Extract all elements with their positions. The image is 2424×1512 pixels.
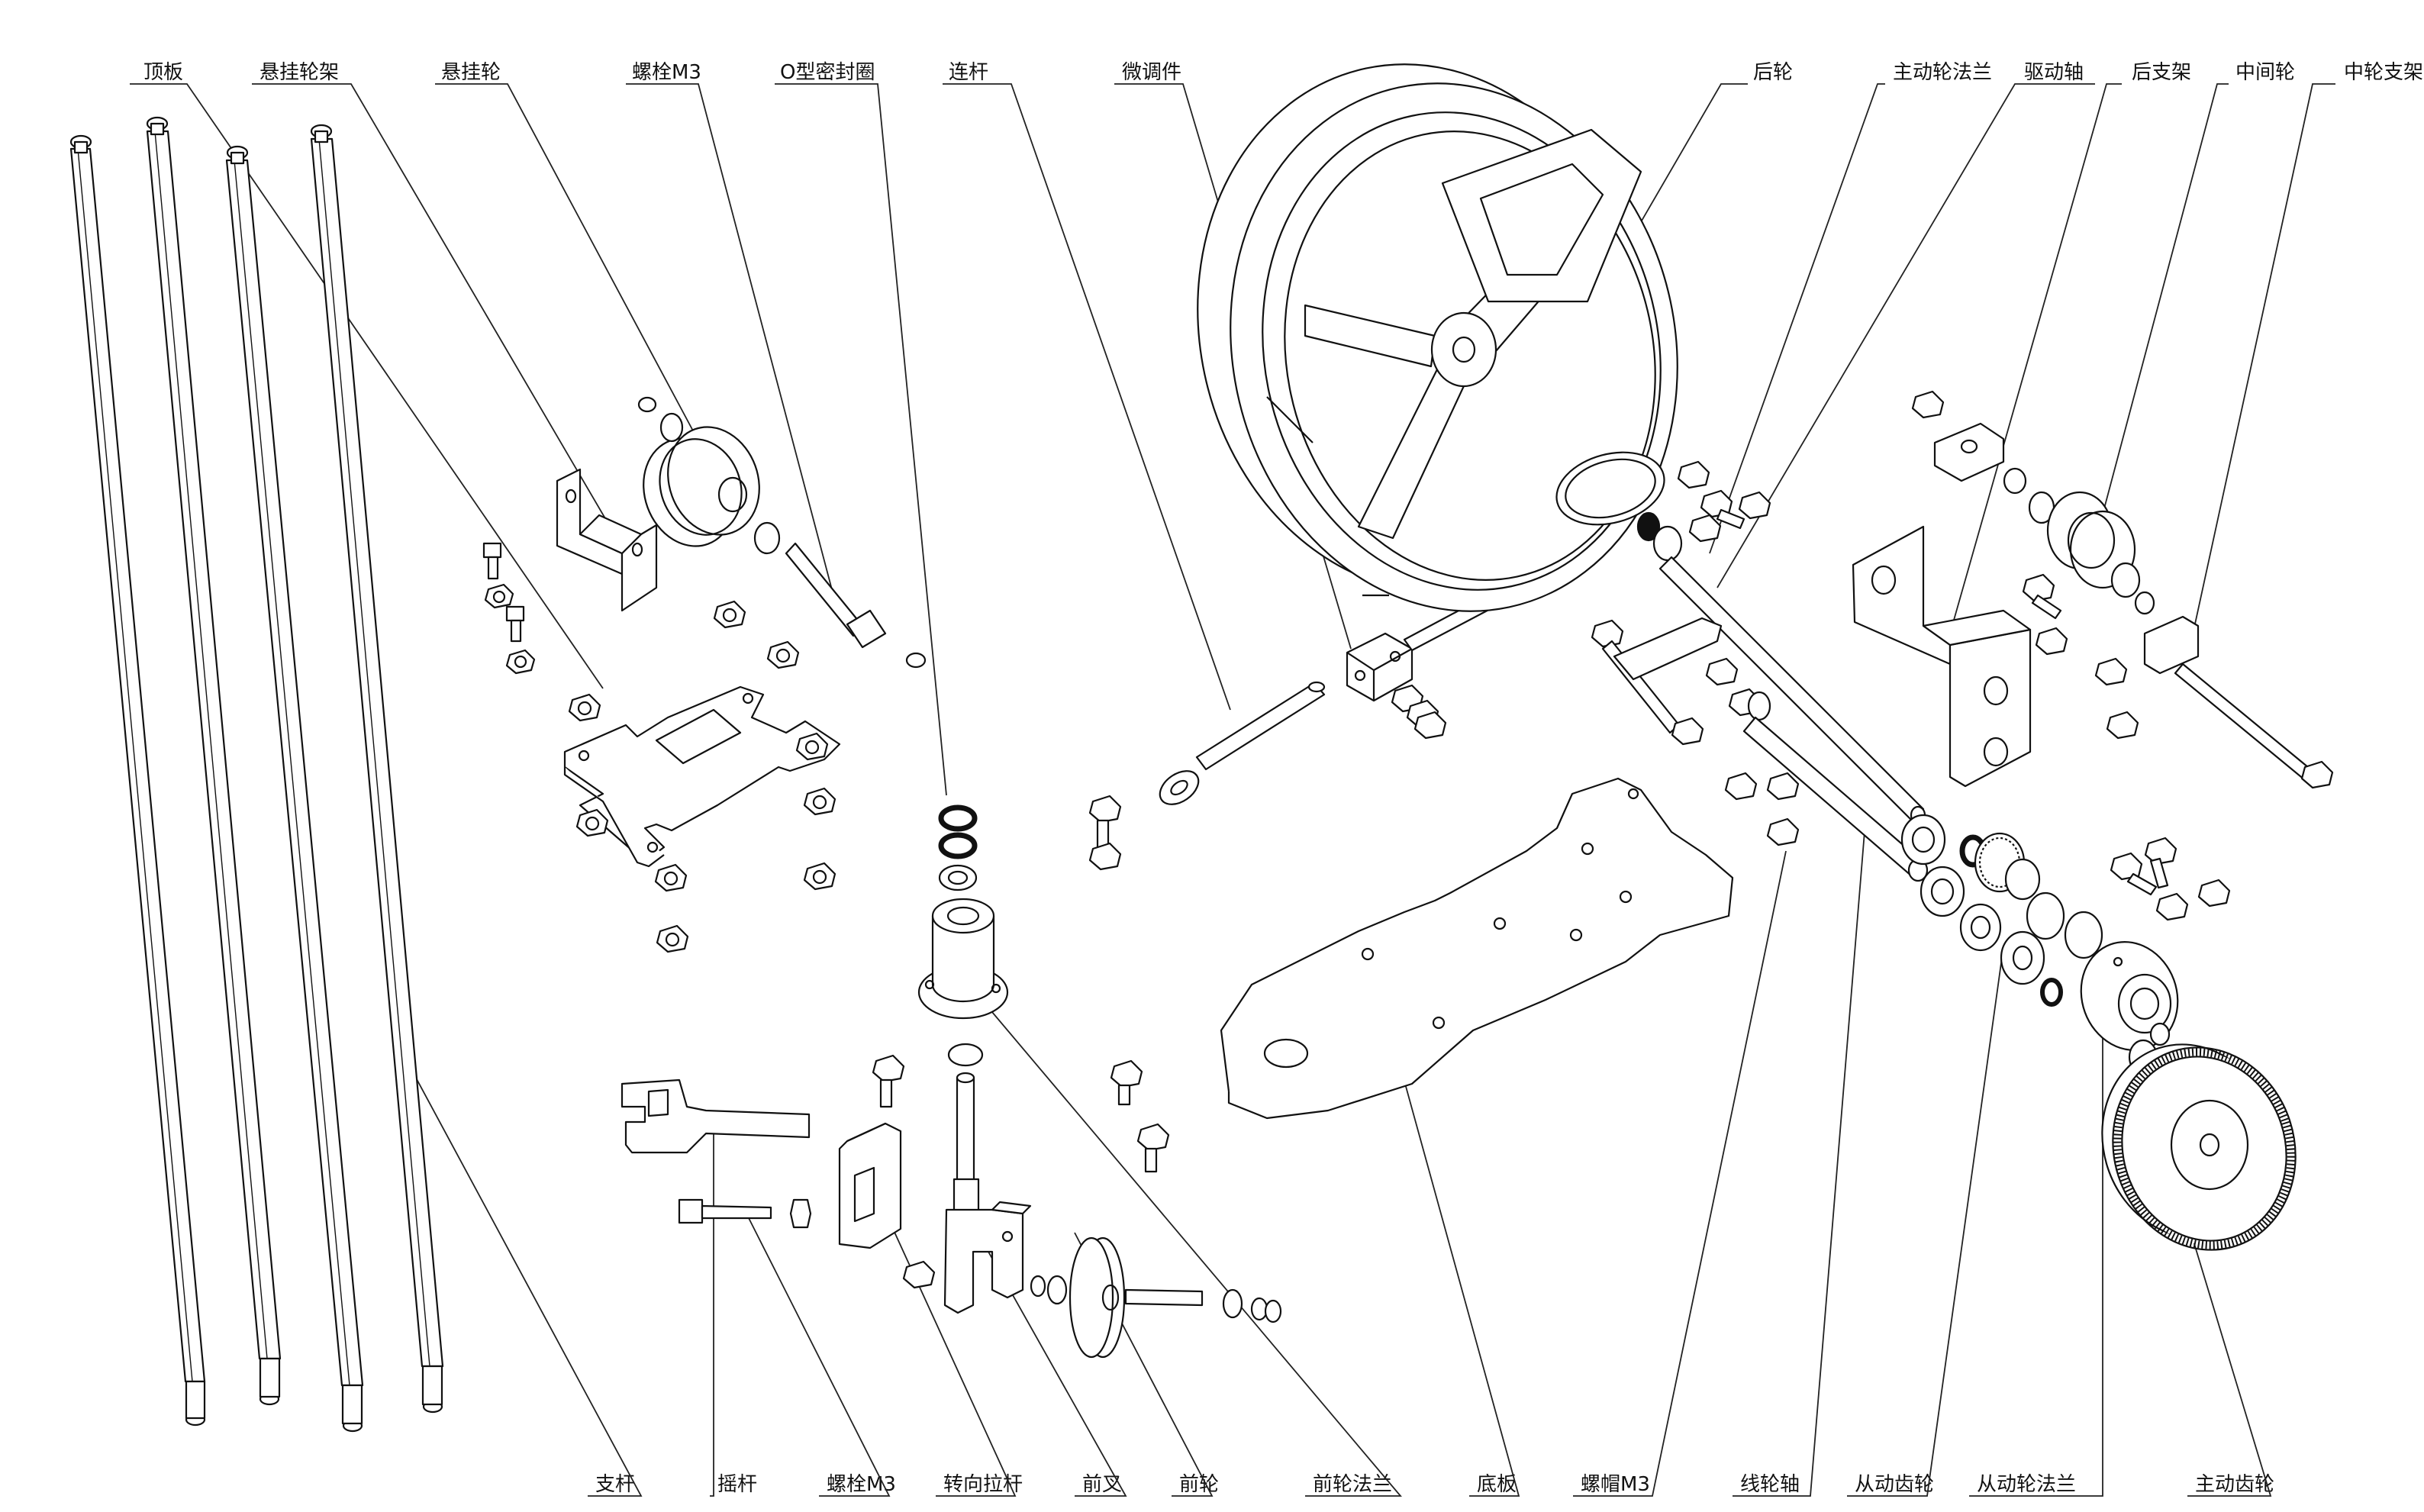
rear-wheel — [1197, 63, 1678, 612]
strut-rods — [69, 116, 444, 1433]
label-drive-flange: 主动轮法兰 — [1893, 61, 1992, 84]
bolt-m3 — [785, 542, 927, 669]
nut — [803, 787, 836, 816]
label-front-fork: 前叉 — [1082, 1473, 1122, 1496]
main-gear — [2101, 1043, 2297, 1251]
nut — [2155, 892, 2189, 921]
leader-lines — [130, 83, 2335, 1497]
screws-front-cluster — [872, 795, 1170, 1289]
label-o-ring: O型密封圈 — [780, 61, 875, 84]
screw — [2022, 573, 2062, 620]
nut — [1688, 514, 1722, 543]
label-main-gear: 主动齿轮 — [2195, 1473, 2274, 1496]
nut — [2197, 879, 2231, 908]
front-flange — [917, 898, 1009, 1020]
nut — [766, 640, 800, 669]
label-front-wheel: 前轮 — [1179, 1473, 1219, 1496]
link-rod — [1159, 681, 1326, 805]
nut — [902, 1260, 936, 1289]
steering-block — [838, 1122, 902, 1249]
top-plate — [563, 685, 841, 868]
nut — [803, 862, 836, 891]
base-plate — [1220, 777, 1734, 1120]
nut — [575, 808, 609, 837]
screw — [505, 605, 525, 643]
label-rear-wheel: 后轮 — [1753, 61, 1793, 84]
strut-rod — [225, 145, 364, 1433]
screw — [1088, 795, 1122, 871]
strut-rod — [146, 116, 282, 1406]
label-suspension-wheel: 悬挂轮 — [441, 61, 501, 84]
o-rings — [938, 804, 978, 891]
label-spool-shaft: 线轮轴 — [1740, 1473, 1800, 1496]
label-rocker: 摇杆 — [717, 1473, 757, 1496]
fasteners-gear-cluster — [2110, 837, 2231, 1075]
nut — [568, 693, 601, 722]
nut — [656, 924, 689, 953]
label-strut: 支杆 — [595, 1473, 635, 1496]
fasteners-left-cluster — [482, 542, 836, 953]
drive-flange — [1555, 451, 1665, 526]
nut — [795, 732, 829, 761]
screw — [482, 542, 502, 580]
screw — [1136, 1123, 1170, 1173]
screw — [1110, 1059, 1143, 1106]
drive-shaft — [1636, 511, 1926, 825]
screw — [2110, 852, 2158, 896]
nut — [1738, 491, 1771, 520]
front-fork — [943, 1043, 1032, 1314]
suspension-wheel — [637, 396, 781, 555]
screw — [1700, 489, 1745, 530]
label-top-plate: 顶板 — [143, 61, 183, 84]
labels-bottom: 支杆 摇杆 螺栓M3 转向拉杆 前叉 前轮 前轮法兰 底板 螺帽M3 线轮轴 从… — [595, 1473, 2274, 1496]
bolt-m3-rocker — [678, 1198, 812, 1229]
label-driven-gear: 从动齿轮 — [1855, 1473, 1934, 1496]
label-bolt-m3-top: 螺栓M3 — [632, 61, 701, 84]
label-link-rod: 连杆 — [949, 61, 988, 84]
label-front-flange: 前轮法兰 — [1313, 1473, 1392, 1496]
nut — [1911, 390, 1945, 419]
screw — [2094, 657, 2128, 686]
front-wheel — [1030, 1236, 1282, 1359]
nut — [2035, 627, 2068, 656]
label-steering-rod: 转向拉杆 — [943, 1473, 1023, 1496]
labels-top: 顶板 悬挂轮架 悬挂轮 螺栓M3 O型密封圈 连杆 微调件 后轮 主动轮法兰 驱… — [143, 61, 2423, 84]
label-suspension-bracket: 悬挂轮架 — [259, 61, 339, 84]
strut-rod — [69, 134, 206, 1427]
label-fine-adjuster: 微调件 — [1122, 61, 1181, 84]
label-driven-flange: 从动轮法兰 — [1977, 1473, 2076, 1496]
label-middle-bracket: 中轮支架 — [2344, 61, 2423, 84]
nut — [1766, 772, 1800, 801]
rocker-arm — [621, 1078, 811, 1154]
label-base-plate: 底板 — [1477, 1473, 1517, 1496]
nut — [654, 863, 688, 892]
label-drive-shaft: 驱动轴 — [2024, 61, 2084, 84]
driven-gear-stack — [1900, 814, 2103, 1007]
driven-flange — [2080, 940, 2179, 1052]
label-middle-wheel: 中间轮 — [2235, 61, 2295, 84]
fasteners-center-right — [1591, 460, 1800, 846]
label-nut-m3: 螺帽M3 — [1581, 1473, 1650, 1496]
screw — [2144, 837, 2177, 889]
rear-bracket — [1852, 525, 2032, 788]
nut — [1705, 657, 1739, 686]
nut — [484, 583, 514, 609]
screw — [872, 1054, 905, 1108]
nut — [505, 649, 536, 675]
middle-wheel-assembly — [1911, 390, 2334, 789]
strut-rod — [310, 124, 444, 1414]
suspension-bracket — [556, 468, 658, 612]
fine-adjuster — [1346, 632, 1447, 740]
nut — [1766, 817, 1800, 846]
label-rear-bracket: 后支架 — [2132, 61, 2191, 84]
nut — [1677, 460, 1710, 489]
label-bolt-m3-bottom: 螺栓M3 — [827, 1473, 896, 1496]
nut — [713, 600, 746, 629]
nut — [2106, 711, 2139, 740]
nut — [1724, 772, 1758, 801]
